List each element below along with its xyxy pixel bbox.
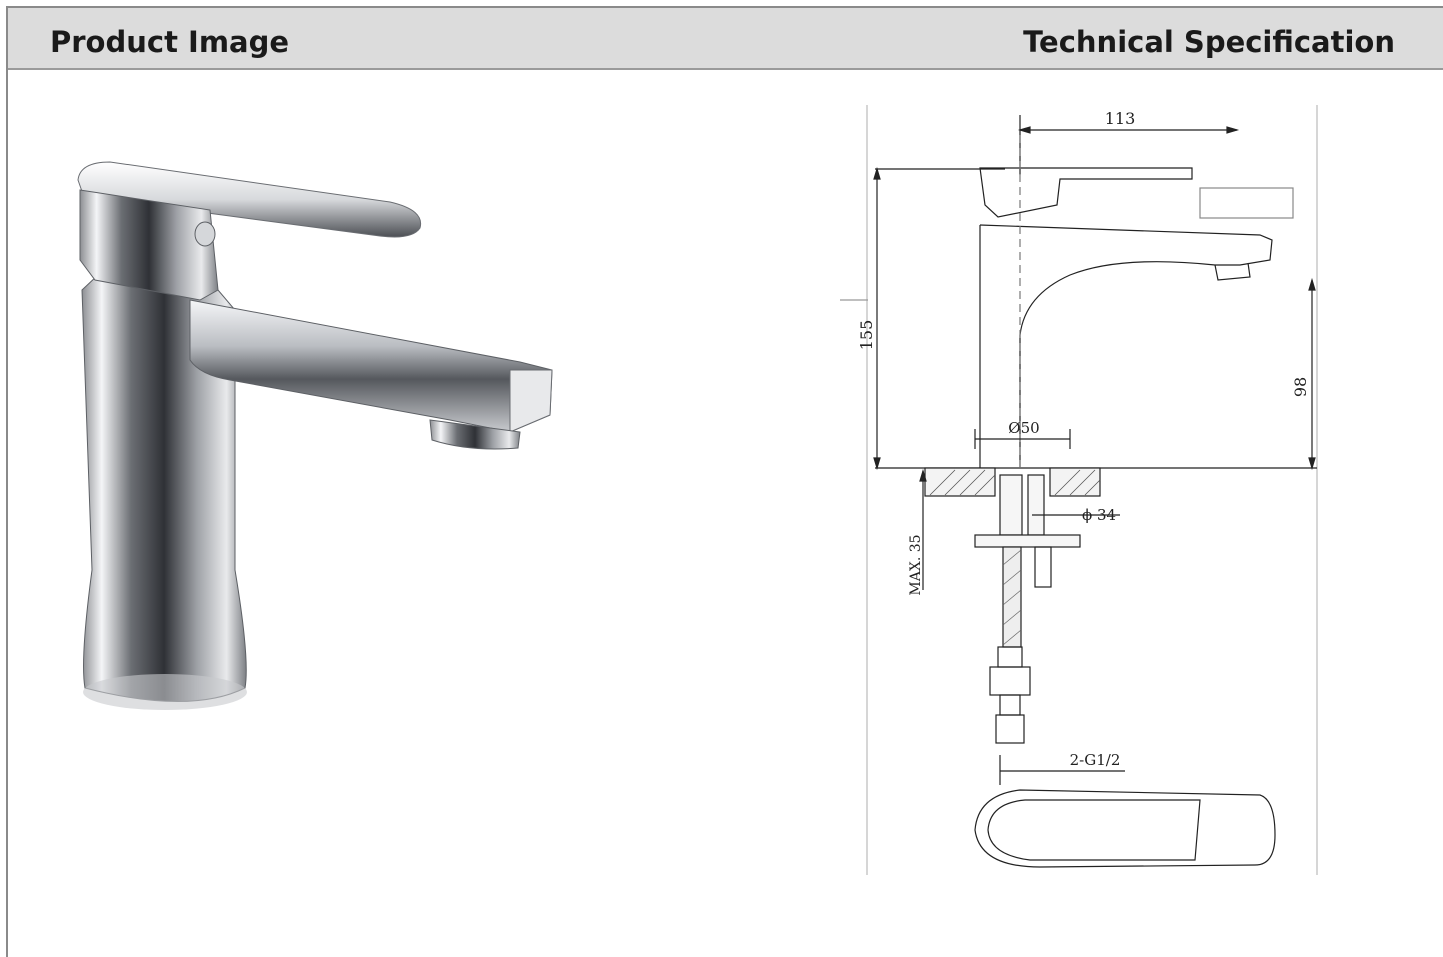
dim-base-diameter: Ø50 (1008, 419, 1039, 437)
header-bar: Product Image Technical Specification (8, 8, 1443, 70)
dim-connection: 2-G1/2 (1070, 751, 1121, 769)
dim-hole-diameter: ϕ 34 (1082, 506, 1116, 524)
dim-overall-height: 155 (857, 320, 876, 351)
dim-spout-height: 98 (1291, 377, 1310, 397)
page-frame (6, 6, 1443, 957)
product-image-heading: Product Image (50, 25, 290, 59)
technical-drawing: 113 155 98 Ø50 ϕ 34 MAX. 35 2-G1/2 (840, 105, 1318, 875)
dim-max-deck: MAX. 35 (908, 534, 924, 595)
technical-specification-heading: Technical Specification (1023, 25, 1395, 59)
dim-spout-reach: 113 (1105, 109, 1136, 128)
product-photo (77, 161, 553, 710)
